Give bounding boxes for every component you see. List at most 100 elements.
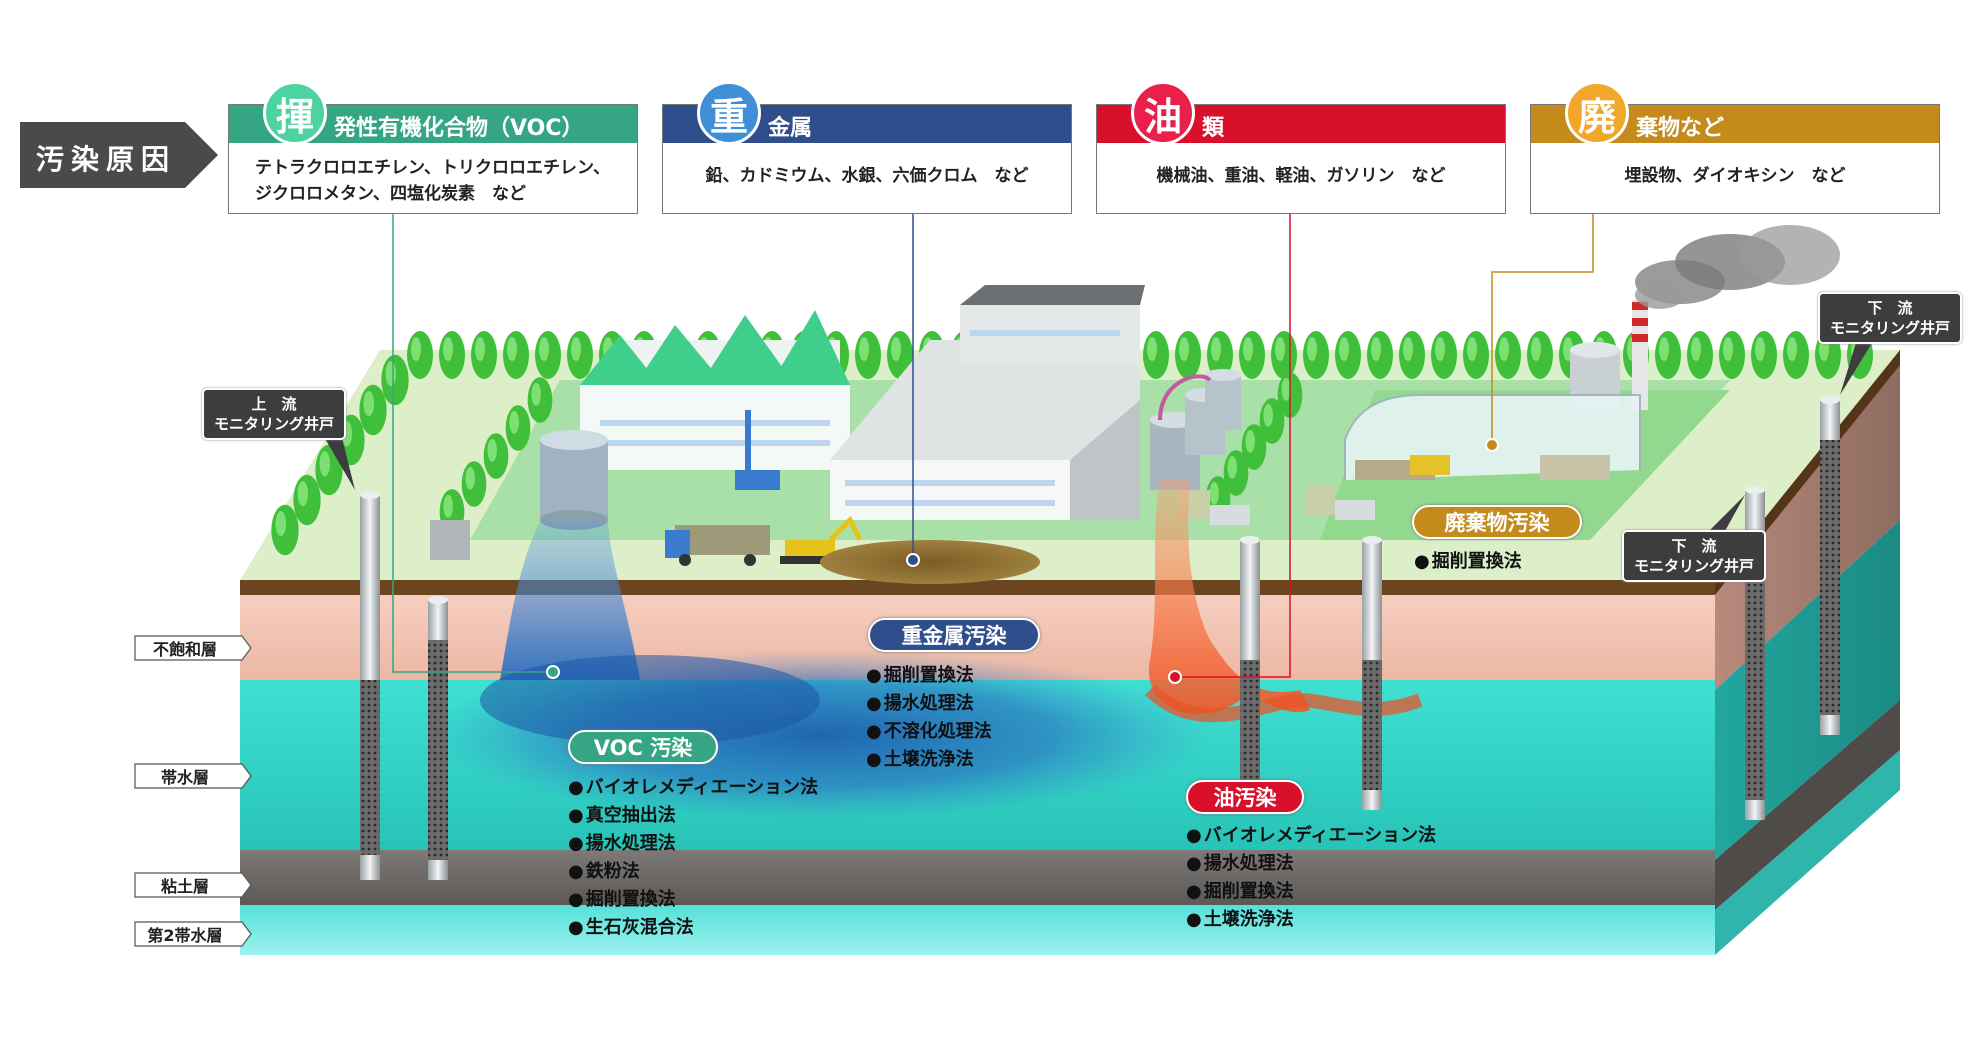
tree [1527, 331, 1553, 379]
voc-leader [392, 214, 553, 673]
tree [315, 444, 343, 496]
category-examples: 埋設物、ダイオキシン など [1531, 163, 1939, 189]
tree [1223, 450, 1249, 496]
category-box-2: 油類機械油、重油、軽油、ガソリン など [1096, 81, 1506, 214]
tree [527, 377, 553, 423]
category-example-line: ジクロロメタン、四塩化炭素 など [255, 184, 526, 204]
heavy-metal-method: 掘削置換法 [866, 662, 992, 690]
oil-drip [1148, 480, 1310, 715]
tree [855, 331, 881, 379]
tree [1687, 331, 1713, 379]
tree [1399, 331, 1425, 379]
monitoring-well [1240, 536, 1260, 810]
well-group [360, 396, 1840, 880]
category-badge: 揮 [263, 81, 327, 145]
waste-methods-list: 掘削置換法 [1414, 548, 1522, 576]
tree [483, 433, 509, 479]
category-title: 発性有機化合物（VOC） [334, 116, 584, 141]
header-arrow [20, 122, 218, 188]
voc-leader-dot [546, 665, 560, 679]
category-example-line: テトラクロロエチレン、トリクロロエチレン、 [255, 158, 610, 178]
heavy-metal-method: 不溶化処理法 [866, 718, 992, 746]
category-title: 棄物など [1636, 116, 1725, 141]
category-examples: テトラクロロエチレン、トリクロロエチレン、ジクロロメタン、四塩化炭素 など [255, 155, 629, 207]
tree [505, 405, 531, 451]
category-badge: 重 [697, 81, 761, 145]
tree [1463, 331, 1489, 379]
drill-rig [735, 410, 780, 490]
oil-methods-list: バイオレメディエーション法 揚水処理法 掘削置換法 土壌洗浄法 [1186, 822, 1436, 934]
category-box-0: 揮発性有機化合物（VOC） テトラクロロエチレン、トリクロロエチレン、ジクロロメタ… [228, 81, 638, 214]
waste-contamination-pill: 廃棄物汚染 [1412, 505, 1582, 539]
voc-contamination-pill: VOC 汚染 [568, 730, 718, 764]
oil-method: 掘削置換法 [1186, 878, 1436, 906]
voc-methods-list: バイオレメディエーション法 真空抽出法 揚水処理法 鉄粉法 掘削置換法 生石灰混… [568, 774, 818, 942]
tree [1335, 331, 1361, 379]
downstream-mid-pointer [1700, 495, 1745, 540]
category-badge: 油 [1131, 81, 1195, 145]
layer-label-unsaturated: 不飽和層 [134, 635, 252, 661]
tree [1239, 331, 1265, 379]
category-box-1: 重金属鉛、カドミウム、水銀、六価クロム など [662, 81, 1072, 214]
category-example-line: 機械油、重油、軽油、ガソリン など [1156, 166, 1446, 186]
tree [407, 331, 433, 379]
category-example-line: 埋設物、ダイオキシン など [1624, 166, 1846, 186]
tree [1175, 331, 1201, 379]
tree [1241, 424, 1267, 470]
layer-label-aquifer: 帯水層 [134, 763, 252, 789]
upstream-monitoring-well-label: 上 流 モニタリング井戸 [202, 388, 347, 440]
oil-contamination-pill: 油汚染 [1186, 780, 1304, 814]
upstream-pointer [320, 430, 355, 490]
oil-method: バイオレメディエーション法 [1186, 822, 1436, 850]
oil-method: 土壌洗浄法 [1186, 906, 1436, 934]
tree [1303, 331, 1329, 379]
second-aquifer-layer [240, 905, 1715, 955]
voc-tank [540, 430, 608, 530]
category-examples: 機械油、重油、軽油、ガソリン など [1097, 163, 1505, 189]
factory-building [580, 310, 850, 470]
voc-method: 揚水処理法 [568, 830, 818, 858]
category-title: 類 [1202, 116, 1225, 141]
tree [1271, 331, 1297, 379]
voc-plume-core [480, 655, 820, 745]
voc-method: 生石灰混合法 [568, 914, 818, 942]
monitoring-well [1362, 536, 1382, 810]
tree [461, 461, 487, 507]
voc-method: 真空抽出法 [568, 802, 818, 830]
oil-tanks [1150, 369, 1241, 490]
oil-method: 揚水処理法 [1186, 850, 1436, 878]
voc-method: バイオレメディエーション法 [568, 774, 818, 802]
tree [293, 474, 321, 526]
main-plant [830, 285, 1145, 520]
tree [471, 331, 497, 379]
category-examples: 鉛、カドミウム、水銀、六価クロム など [663, 163, 1071, 189]
waste-leader [1491, 214, 1594, 445]
chimney [1632, 225, 1840, 410]
clay-layer [240, 850, 1715, 905]
layer-label-second-aquifer: 第2帯水層 [134, 921, 252, 947]
tree [1259, 398, 1285, 444]
tree [1207, 331, 1233, 379]
category-example-line: 鉛、カドミウム、水銀、六価クロム など [705, 166, 1029, 186]
heavy-metal-method: 土壌洗浄法 [866, 746, 992, 774]
truck [665, 525, 770, 566]
heavy-metal-methods-list: 掘削置換法 揚水処理法 不溶化処理法 土壌洗浄法 [866, 662, 992, 774]
oil-leader [1175, 214, 1291, 678]
category-title: 金属 [768, 116, 813, 141]
tree [535, 331, 561, 379]
tree [1143, 331, 1169, 379]
downstream-monitoring-well-label-mid: 下 流 モニタリング井戸 [1622, 530, 1767, 582]
tree [1783, 331, 1809, 379]
voc-method: 掘削置換法 [568, 886, 818, 914]
side-aquifer2 [1715, 750, 1900, 955]
monitoring-well [1820, 396, 1840, 735]
tree [887, 331, 913, 379]
heavy-metal-pool [820, 540, 1040, 584]
tree [439, 331, 465, 379]
downstream-monitoring-well-label-right: 下 流 モニタリング井戸 [1818, 292, 1963, 344]
heavy-metal-method: 揚水処理法 [866, 690, 992, 718]
voc-drip [500, 522, 640, 680]
tree [381, 354, 409, 406]
monitoring-well [360, 491, 380, 880]
tree [1367, 331, 1393, 379]
